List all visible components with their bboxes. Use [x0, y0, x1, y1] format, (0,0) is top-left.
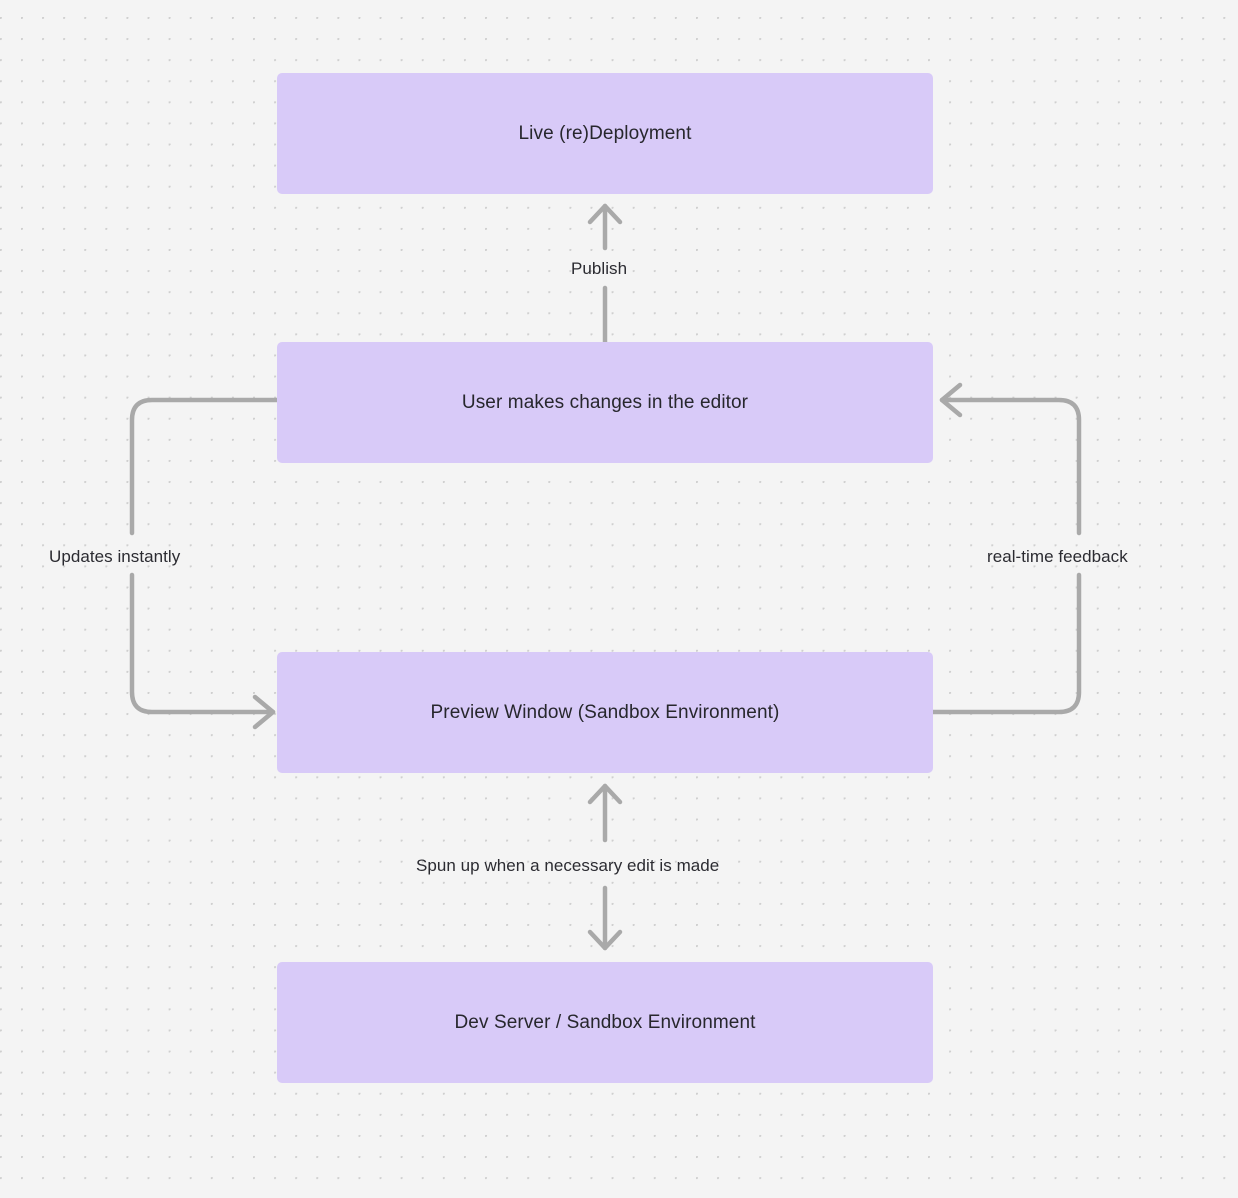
node-preview-window[interactable]: Preview Window (Sandbox Environment): [277, 652, 933, 773]
node-user-makes-changes[interactable]: User makes changes in the editor: [277, 342, 933, 463]
node-live-redeployment[interactable]: Live (re)Deployment: [277, 73, 933, 194]
node-label: User makes changes in the editor: [461, 391, 749, 413]
node-label: Dev Server / Sandbox Environment: [454, 1011, 756, 1033]
edge-label-publish: Publish: [571, 259, 628, 278]
node-dev-server[interactable]: Dev Server / Sandbox Environment: [277, 962, 933, 1083]
edge-label-spun-up: Spun up when a necessary edit is made: [416, 856, 720, 875]
edge-label-updates-instantly: Updates instantly: [49, 547, 181, 566]
node-label: Live (re)Deployment: [518, 122, 692, 144]
node-label: Preview Window (Sandbox Environment): [430, 701, 780, 723]
edge-label-real-time-feedback: real-time feedback: [987, 547, 1128, 566]
